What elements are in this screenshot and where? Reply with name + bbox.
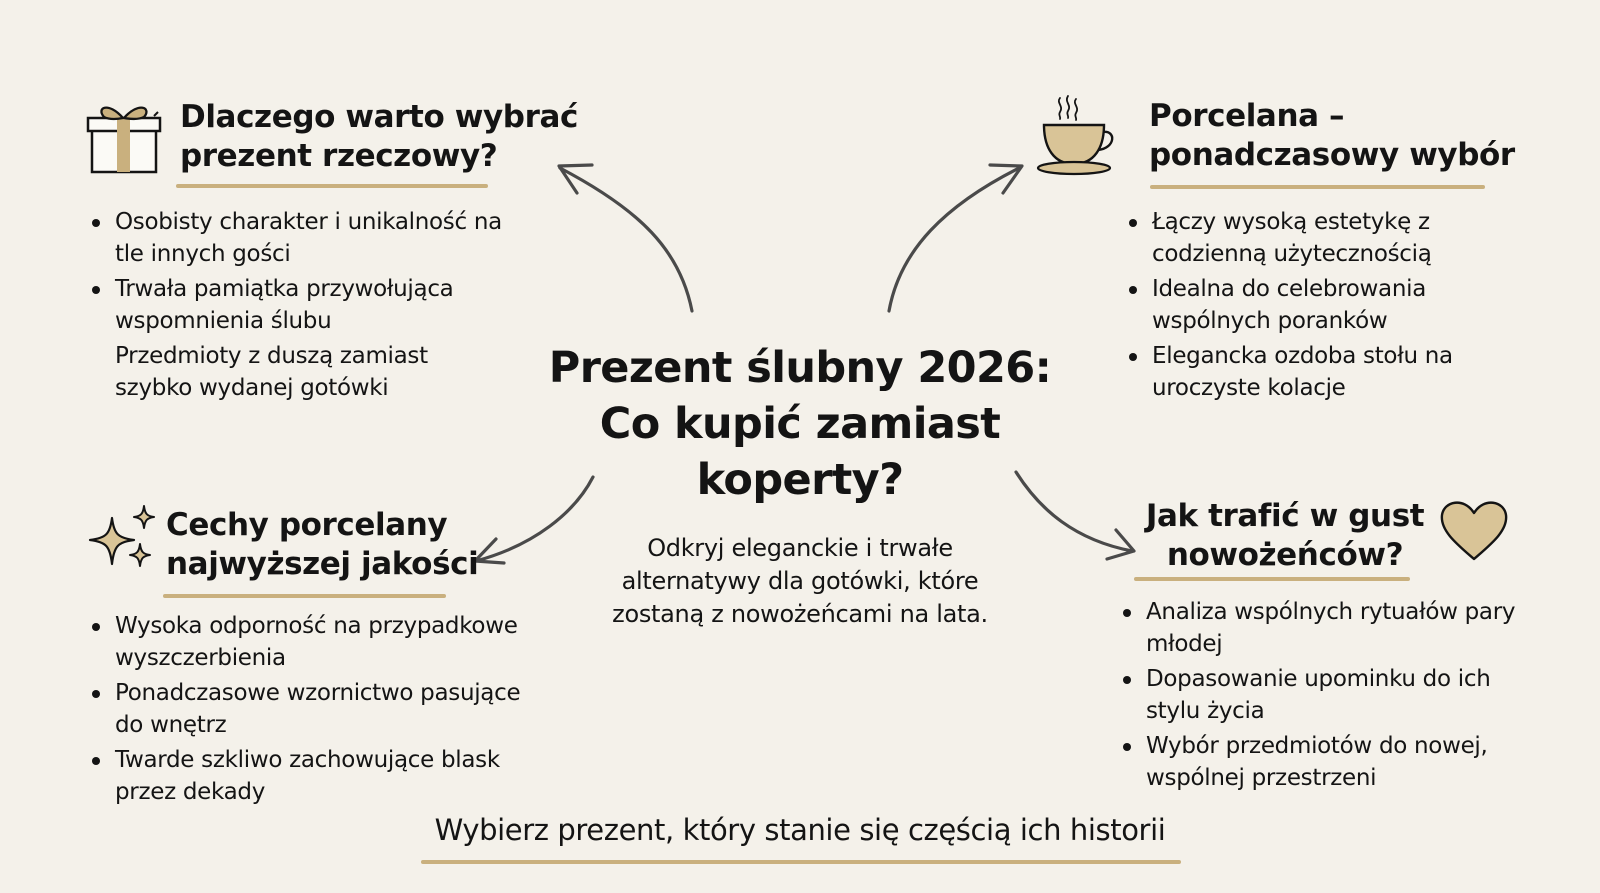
list-item: Analiza wspólnych rytuałów pary młodej [1122,596,1542,660]
list-item: Twarde szkliwo zachowujące blask przez d… [91,744,551,808]
list-item: Ponadczasowe wzornictwo pasujące do wnęt… [91,677,551,741]
list-item: Trwała pamiątka przywołująca wspomnienia… [91,273,511,337]
arrow-top-right [887,165,1023,313]
main-subtitle: Odkryj eleganckie i trwałe alternatywy d… [612,534,988,628]
heart-icon [1440,501,1508,561]
footer-tagline: Wybierz prezent, który stanie się części… [434,813,1166,847]
heading-underline [176,184,488,188]
main-title: Prezent ślubny 2026: Co kupić zamiast ko… [548,343,1052,505]
section-heading: Dlaczego warto wybrać prezent rzeczowy? [180,99,578,174]
section-heading: Jak trafić w gust nowożeńców? [1145,498,1425,573]
gift-icon [86,106,162,174]
arrow-top-left [558,166,694,313]
list-item: Łączy wysoką estetykę z codzienną użytec… [1128,206,1508,270]
teacup-icon [1036,95,1114,176]
bullet-list-top-left: Osobisty charakter i unikalność na tle i… [91,206,511,407]
list-item: Wybór przedmiotów do nowej, wspólnej prz… [1122,730,1542,794]
heading-underline [163,594,446,598]
section-heading: Cechy porcelany najwyższej jakości [166,507,479,582]
list-item: Idealna do celebrowania wspólnych porank… [1128,273,1508,337]
bullet-list-bottom-right: Analiza wspólnych rytuałów pary młodej D… [1122,596,1542,797]
section-heading: Porcelana – ponadczasowy wybór [1149,98,1515,173]
heading-underline [1150,185,1485,189]
heading-underline [1134,577,1410,581]
arrow-bottom-right [1014,470,1134,553]
list-item: Dopasowanie upominku do ich stylu życia [1122,663,1542,727]
sparkles-icon [88,505,155,567]
list-item: Elegancka ozdoba stołu na uroczyste kola… [1128,340,1508,404]
list-item: Wysoka odporność na przypadkowe wyszczer… [91,610,551,674]
arrow-bottom-left [474,475,595,563]
list-item: Przedmioty z duszą zamiast szybko wydane… [115,343,428,401]
footer-underline [421,860,1181,864]
bullet-list-top-right: Łączy wysoką estetykę z codzienną użytec… [1128,206,1508,407]
list-item: Osobisty charakter i unikalność na tle i… [91,206,511,270]
bullet-list-bottom-left: Wysoka odporność na przypadkowe wyszczer… [91,610,551,811]
